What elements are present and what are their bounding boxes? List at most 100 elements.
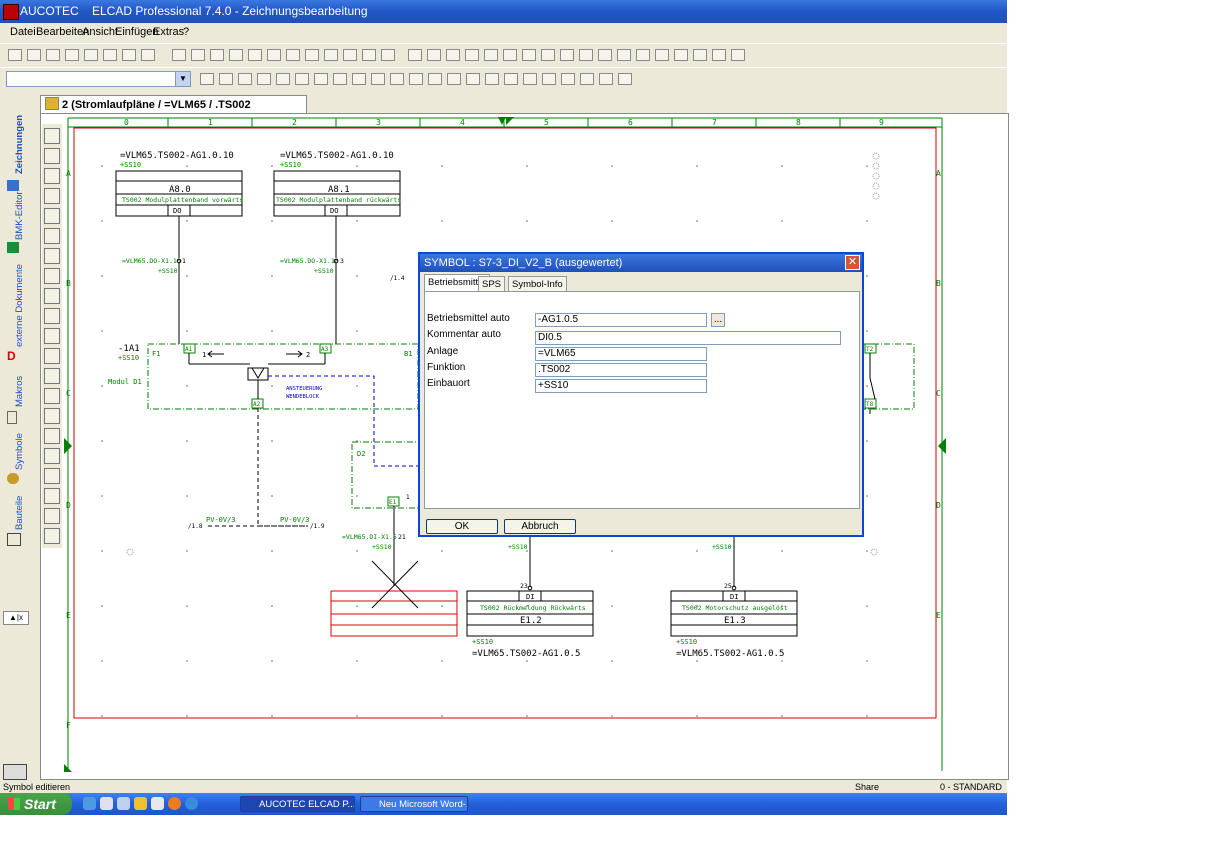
main-tool-icon[interactable] bbox=[427, 49, 441, 61]
main-tool-icon[interactable] bbox=[362, 49, 376, 61]
main-tool-icon[interactable] bbox=[693, 49, 707, 61]
symbol-tool-icon[interactable] bbox=[44, 448, 60, 464]
main-tool-icon[interactable] bbox=[141, 49, 155, 61]
main-tool-icon[interactable] bbox=[267, 49, 281, 61]
symbol-tool-icon[interactable] bbox=[44, 168, 60, 184]
anlage-input[interactable]: =VLM65 bbox=[535, 347, 707, 361]
input-symbol-e13[interactable]: +SS10 25 DI TS002 Motorschutz ausgelöst … bbox=[670, 536, 798, 659]
main-tool-icon[interactable] bbox=[541, 49, 555, 61]
drawing-tool-icon[interactable] bbox=[295, 73, 309, 85]
main-tool-icon[interactable] bbox=[248, 49, 262, 61]
symbol-tool-icon[interactable] bbox=[44, 408, 60, 424]
kommentar-input[interactable]: DI0.5 bbox=[535, 331, 841, 345]
menu-datei[interactable]: Datei bbox=[10, 26, 36, 38]
quicklaunch-folder-icon[interactable] bbox=[134, 797, 147, 810]
main-tool-icon[interactable] bbox=[636, 49, 650, 61]
main-tool-icon[interactable] bbox=[560, 49, 574, 61]
quicklaunch-firefox-icon[interactable] bbox=[168, 797, 181, 810]
close-icon[interactable]: ✕ bbox=[845, 255, 860, 270]
drawing-tool-icon[interactable] bbox=[504, 73, 518, 85]
drawing-tool-icon[interactable] bbox=[200, 73, 214, 85]
menu-bearbeiten[interactable]: Bearbeiten bbox=[36, 26, 90, 38]
schematic[interactable]: 0 1 2 3 4 5 6 7 8 9 A B C D E F A B C D … bbox=[62, 116, 950, 776]
main-tool-icon[interactable] bbox=[210, 49, 224, 61]
symbol-tool-icon[interactable] bbox=[44, 328, 60, 344]
quicklaunch-desktop-icon[interactable] bbox=[83, 797, 96, 810]
layer-combo[interactable]: ▼ bbox=[6, 71, 191, 87]
drawing-tool-icon[interactable] bbox=[219, 73, 233, 85]
module-right-fragment[interactable]: T2 T8 bbox=[126, 152, 915, 556]
main-tool-icon[interactable] bbox=[286, 49, 300, 61]
ok-button[interactable]: OK bbox=[426, 519, 498, 534]
dialog-title-bar[interactable]: SYMBOL : S7-3_DI_V2_B (ausgewertet) ✕ bbox=[420, 254, 862, 272]
drawing-tool-icon[interactable] bbox=[333, 73, 347, 85]
main-tool-icon[interactable] bbox=[8, 49, 22, 61]
drawing-tool-icon[interactable] bbox=[428, 73, 442, 85]
main-tool-icon[interactable] bbox=[191, 49, 205, 61]
terminal-x1-5[interactable]: =VLM65.DI-X1.5 21 +SS10 bbox=[342, 533, 406, 551]
main-tool-icon[interactable] bbox=[674, 49, 688, 61]
main-tool-icon[interactable] bbox=[465, 49, 479, 61]
quicklaunch-media-icon[interactable] bbox=[117, 797, 130, 810]
main-tool-icon[interactable] bbox=[46, 49, 60, 61]
dock-pin-close[interactable]: ▲|x bbox=[3, 611, 29, 625]
symbol-tool-icon[interactable] bbox=[44, 468, 60, 484]
symbol-tool-icon[interactable] bbox=[44, 248, 60, 264]
main-tool-icon[interactable] bbox=[712, 49, 726, 61]
drawing-tool-icon[interactable] bbox=[447, 73, 461, 85]
symbol-tool-icon[interactable] bbox=[44, 508, 60, 524]
main-tool-icon[interactable] bbox=[27, 49, 41, 61]
dock-tab-makros[interactable]: Makros bbox=[2, 367, 26, 427]
symbol-dialog[interactable]: SYMBOL : S7-3_DI_V2_B (ausgewertet) ✕ Be… bbox=[418, 252, 864, 537]
drawing-tool-icon[interactable] bbox=[485, 73, 499, 85]
symbol-tool-icon[interactable] bbox=[44, 348, 60, 364]
pv-wire[interactable]: PV-0V/3 PV-0V/3 /1.8 /1.9 bbox=[188, 408, 325, 530]
funktion-input[interactable]: .TS002 bbox=[535, 363, 707, 377]
symbol-tool-icon[interactable] bbox=[44, 288, 60, 304]
document-tab[interactable]: 2 (Stromlaufpläne / =VLM65 / .TS002 Modu… bbox=[40, 95, 307, 129]
browse-button[interactable]: ... bbox=[711, 313, 725, 327]
drawing-tool-icon[interactable] bbox=[314, 73, 328, 85]
module-d1[interactable]: -1A1 +SS10 Modul D1 F1 B1 A1 A3 A2 1 2 A… bbox=[108, 343, 419, 467]
symbol-tool-icon[interactable] bbox=[44, 148, 60, 164]
drawing-tool-icon[interactable] bbox=[352, 73, 366, 85]
drawing-tool-icon[interactable] bbox=[238, 73, 252, 85]
quicklaunch-mail-icon[interactable] bbox=[151, 797, 164, 810]
dock-tab-zeichnungen[interactable]: Zeichnungen bbox=[2, 102, 26, 191]
drawing-tool-icon[interactable] bbox=[599, 73, 613, 85]
output-symbol-a80[interactable]: =VLM65.TS002-AG1.0.10 +SS10 A8.0 TS002 M… bbox=[115, 151, 243, 258]
main-tool-icon[interactable] bbox=[408, 49, 422, 61]
main-tool-icon[interactable] bbox=[579, 49, 593, 61]
main-tool-icon[interactable] bbox=[598, 49, 612, 61]
drawing-tool-icon[interactable] bbox=[371, 73, 385, 85]
main-tool-icon[interactable] bbox=[522, 49, 536, 61]
dock-footer-icon[interactable] bbox=[3, 764, 27, 780]
menu-extras[interactable]: Extras bbox=[153, 26, 185, 38]
tab-sps[interactable]: SPS bbox=[478, 276, 506, 292]
input-symbol-e12[interactable]: +SS10 23 DI TS002 Rückmeldung Rückwärts … bbox=[466, 536, 594, 659]
drawing-tool-icon[interactable] bbox=[580, 73, 594, 85]
main-tool-icon[interactable] bbox=[446, 49, 460, 61]
main-tool-icon[interactable] bbox=[84, 49, 98, 61]
main-tool-icon[interactable] bbox=[229, 49, 243, 61]
symbol-tool-icon[interactable] bbox=[44, 268, 60, 284]
main-tool-icon[interactable] bbox=[305, 49, 319, 61]
drawing-tool-icon[interactable] bbox=[523, 73, 537, 85]
main-tool-icon[interactable] bbox=[484, 49, 498, 61]
module-d2[interactable]: D2 E1 1 /1.4 bbox=[351, 275, 423, 586]
tab-symbol-info[interactable]: Symbol-Info bbox=[508, 276, 567, 292]
symbol-tool-icon[interactable] bbox=[44, 188, 60, 204]
einbauort-input[interactable]: +SS10 bbox=[535, 379, 707, 393]
main-tool-icon[interactable] bbox=[122, 49, 136, 61]
dock-tab-bmk-editor[interactable]: BMK-Editor bbox=[2, 191, 26, 253]
drawing-tool-icon[interactable] bbox=[257, 73, 271, 85]
drawing-tool-icon[interactable] bbox=[542, 73, 556, 85]
start-button[interactable]: Start bbox=[0, 793, 72, 815]
task-word[interactable]: Neu Microsoft Word-... bbox=[360, 796, 468, 812]
quicklaunch-ie-icon[interactable] bbox=[185, 797, 198, 810]
main-tool-icon[interactable] bbox=[731, 49, 745, 61]
main-tool-icon[interactable] bbox=[503, 49, 517, 61]
main-tool-icon[interactable] bbox=[381, 49, 395, 61]
menu-help[interactable]: ? bbox=[183, 26, 190, 38]
main-tool-icon[interactable] bbox=[172, 49, 186, 61]
